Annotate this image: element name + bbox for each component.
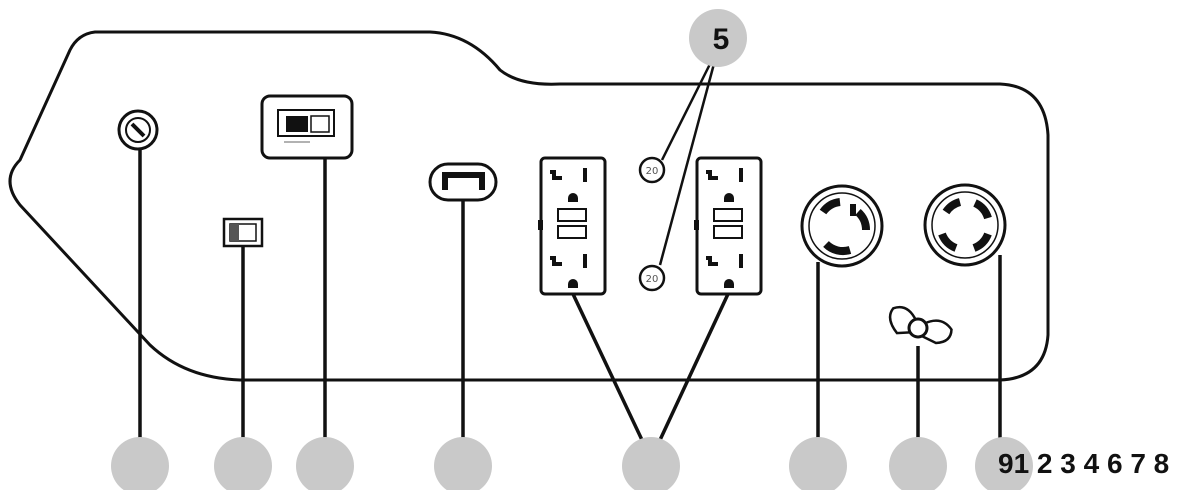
bottom-callouts [111, 437, 1033, 490]
breaker-label-top: 20 [646, 166, 659, 177]
callout-circle [434, 437, 492, 490]
twist-lock-receptacle-icon [923, 183, 1007, 267]
rocker-switch-icon [260, 94, 354, 160]
ground-lug-icon [888, 305, 953, 345]
breaker-label-bottom: 20 [646, 274, 659, 285]
callout-circle [214, 437, 272, 490]
callout-top: 5 [689, 9, 747, 67]
callout-circle [111, 437, 169, 490]
callout-circle [975, 437, 1033, 490]
callout-circle [789, 437, 847, 490]
twist-lock-receptacle-icon [800, 184, 884, 268]
dc-outlet-icon [428, 162, 498, 202]
callout-circle [889, 437, 947, 490]
gfci-outlet-icon [538, 156, 607, 296]
callout-circle [296, 437, 354, 490]
callout-top-number: 5 [713, 23, 730, 56]
key-switch-icon [117, 109, 159, 151]
circuit-breaker-icon: 20 [638, 156, 666, 184]
circuit-breaker-icon: 20 [638, 264, 666, 292]
gfci-outlet-icon [694, 156, 763, 296]
callout-numbers-row: 91 2 3 4 6 7 8 [998, 448, 1170, 479]
toggle-switch-icon [222, 217, 264, 248]
callout-circle [622, 437, 680, 490]
leader-lines [138, 59, 1002, 450]
panel-outline [8, 30, 1050, 382]
